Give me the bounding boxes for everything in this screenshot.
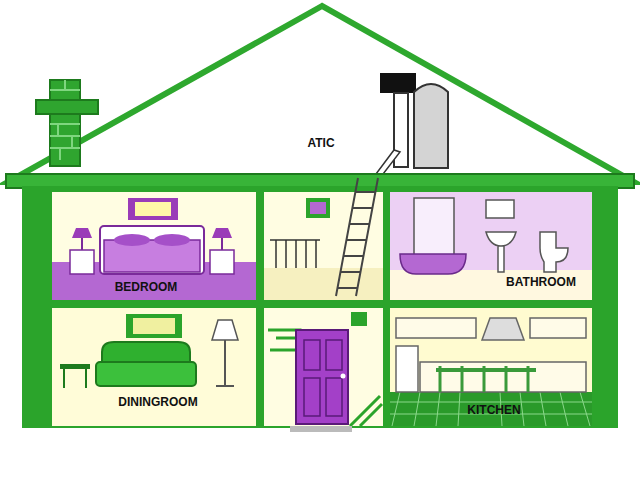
brick-lines xyxy=(50,80,80,160)
eave-bar xyxy=(6,174,634,188)
counter xyxy=(420,362,586,392)
lamp-stem xyxy=(82,238,222,250)
door-panels xyxy=(304,340,342,416)
room-wall xyxy=(52,192,256,300)
sofa-seat xyxy=(96,362,196,386)
picture xyxy=(310,202,326,214)
room-label: DININGROOM xyxy=(118,396,197,409)
lamp xyxy=(72,228,92,238)
chimney-cap xyxy=(36,100,98,114)
water-heater xyxy=(380,73,448,168)
attic-area: ATIC xyxy=(230,100,412,170)
tile-lines xyxy=(390,392,592,426)
room-box: BATHROOM xyxy=(390,192,592,300)
bathroom-art xyxy=(390,192,592,300)
room-label: BATHROOM xyxy=(506,276,576,289)
picture-frame xyxy=(351,312,367,326)
door-knob xyxy=(341,374,346,379)
picture xyxy=(133,318,175,334)
bed-cover xyxy=(104,240,200,272)
pillow xyxy=(154,234,190,246)
room-box: BEDROOM xyxy=(52,192,256,300)
chimney xyxy=(36,80,98,166)
room-wall xyxy=(52,308,256,426)
kitchen-art xyxy=(390,308,592,426)
room-wall xyxy=(390,308,592,426)
room-wall xyxy=(390,192,592,300)
bathtub xyxy=(400,254,466,274)
tile-floor xyxy=(390,392,592,426)
night-stand xyxy=(70,250,94,274)
lamp-stand xyxy=(216,340,234,386)
picture xyxy=(135,202,171,216)
lamp xyxy=(212,228,232,238)
roof xyxy=(8,6,634,182)
table-legs xyxy=(64,369,86,388)
upper-cabinets xyxy=(530,318,586,338)
room-label: BEDROOM xyxy=(115,281,178,294)
side-table xyxy=(60,364,90,369)
picture-frame xyxy=(128,198,178,220)
heater-box xyxy=(380,73,416,93)
floor-lamp xyxy=(212,320,238,340)
hall-art xyxy=(264,308,383,426)
night-stand xyxy=(210,250,234,274)
front-door xyxy=(296,330,348,424)
ladder xyxy=(336,178,378,296)
sink xyxy=(486,232,516,272)
heater-tank xyxy=(414,84,448,168)
hood xyxy=(482,318,524,340)
bedroom-art xyxy=(52,192,256,300)
pillow xyxy=(114,234,150,246)
room-box: KITCHEN xyxy=(390,308,592,426)
table xyxy=(436,368,536,372)
house-walls xyxy=(22,186,618,428)
railing xyxy=(270,240,320,268)
upper-cabinets xyxy=(396,318,476,338)
picture-frame xyxy=(126,314,182,338)
room-label: KITCHEN xyxy=(467,404,520,417)
toilet xyxy=(540,232,568,272)
bed-frame xyxy=(100,226,204,274)
floor xyxy=(264,268,383,300)
picture-frame xyxy=(306,198,330,218)
door-step xyxy=(290,426,352,432)
chimney-body xyxy=(50,80,80,166)
mirror xyxy=(486,200,514,218)
landing-art xyxy=(264,178,383,300)
fridge xyxy=(396,346,418,392)
diningroom-art xyxy=(52,308,256,426)
room-wall xyxy=(264,308,383,426)
room-label: ATIC xyxy=(307,137,334,150)
room-box: DININGROOM xyxy=(52,308,256,426)
railing xyxy=(350,396,382,426)
